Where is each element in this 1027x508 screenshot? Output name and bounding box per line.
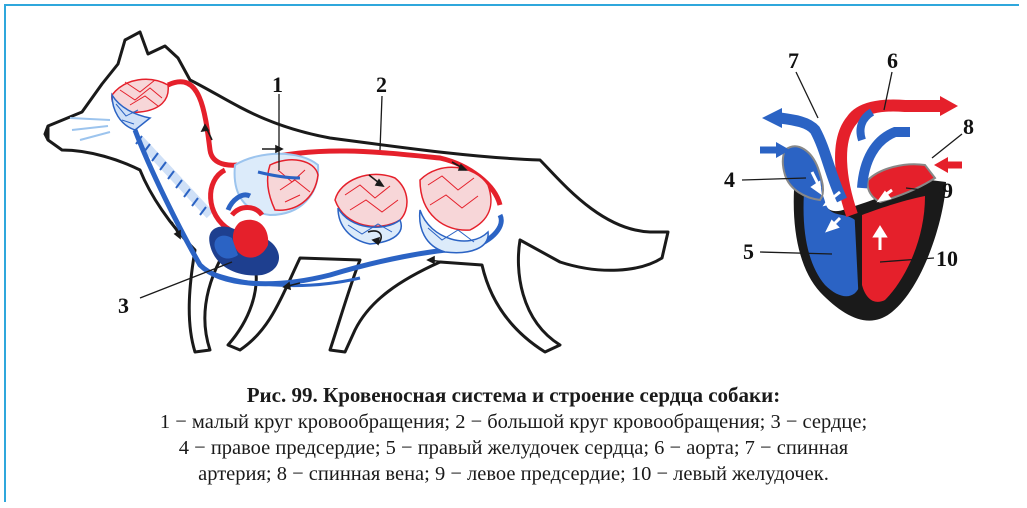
figure-caption: Рис. 99. Кровеносная система и строение … xyxy=(10,382,1017,487)
trachea xyxy=(136,136,210,215)
label-10: 10 xyxy=(936,246,958,271)
label-3: 3 xyxy=(118,293,129,318)
caption-legend-line-3: артерия; 8 − спинная вена; 9 − левое пре… xyxy=(10,461,1017,487)
circulatory-diagram: 1 2 3 xyxy=(0,0,1027,380)
label-4: 4 xyxy=(724,167,735,192)
caption-title: Рис. 99. Кровеносная система и строение … xyxy=(10,382,1017,409)
heart-diagram: 7 6 8 4 9 5 10 xyxy=(724,48,974,321)
label-9: 9 xyxy=(942,178,953,203)
caption-legend-line-1: 1 − малый круг кровообращения; 2 − больш… xyxy=(10,409,1017,435)
left-ventricle xyxy=(862,196,925,302)
dog-illustration: 1 2 3 xyxy=(45,32,668,352)
label-5: 5 xyxy=(743,239,754,264)
label-8: 8 xyxy=(963,114,974,139)
label-7: 7 xyxy=(788,48,799,73)
caption-legend-line-2: 4 − правое предсердие; 5 − правый желудо… xyxy=(10,435,1017,461)
label-1: 1 xyxy=(272,72,283,97)
label-6: 6 xyxy=(887,48,898,73)
label-2: 2 xyxy=(376,72,387,97)
right-atrium xyxy=(783,146,823,200)
